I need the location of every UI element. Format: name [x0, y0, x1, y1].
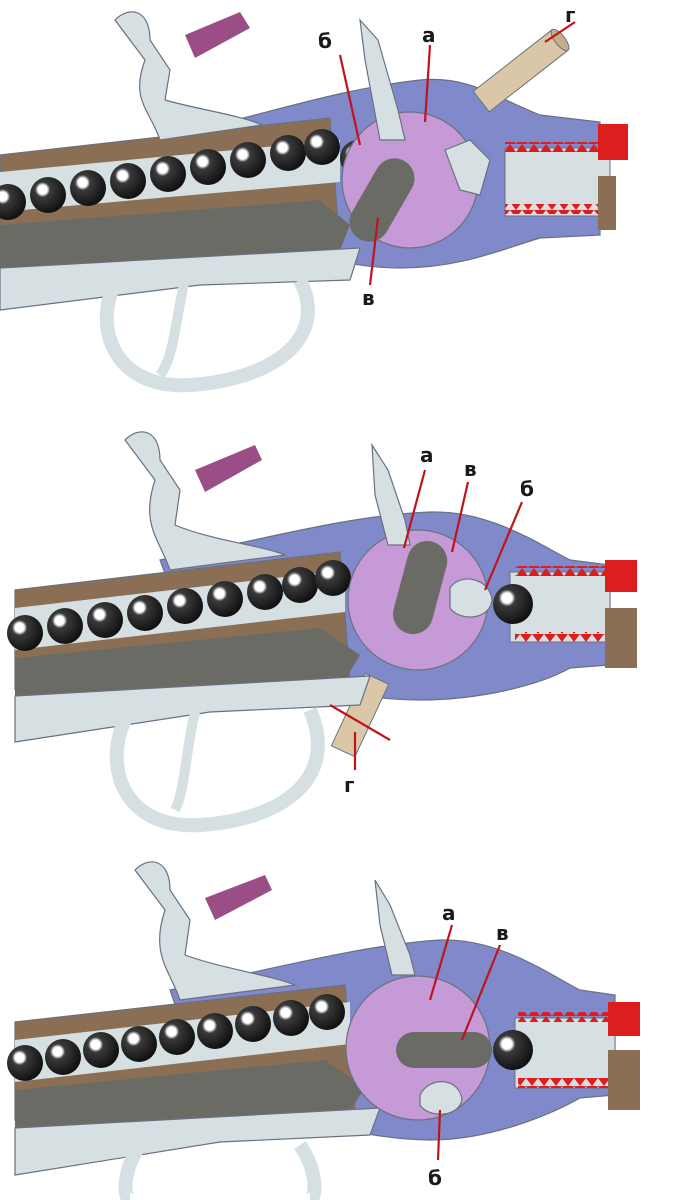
label-a: а	[422, 23, 436, 47]
barrel-bottom-teeth	[505, 204, 605, 214]
ball	[87, 602, 123, 638]
rotor-channel-v	[349, 158, 415, 242]
rotor-pin	[419, 1081, 463, 1115]
ball	[83, 1032, 119, 1068]
label-b: б	[318, 29, 332, 53]
ball	[282, 567, 318, 603]
label-g: г	[565, 3, 575, 27]
ball	[150, 156, 186, 192]
lower-frame	[14, 675, 371, 743]
rotor-channel-v	[396, 1032, 492, 1068]
trigger-guard	[99, 271, 315, 393]
barrel-end-red	[605, 560, 637, 592]
barrel-bottom-teeth	[518, 1078, 608, 1088]
ball	[45, 1039, 81, 1075]
ball	[493, 584, 533, 624]
ball	[70, 170, 106, 206]
label-a: а	[442, 901, 456, 925]
ball	[230, 142, 266, 178]
ball	[309, 994, 345, 1030]
lever-g	[330, 672, 390, 758]
trigger	[170, 710, 200, 813]
lower-metal-bar	[15, 628, 360, 698]
ball	[47, 608, 83, 644]
lever-g	[472, 29, 569, 113]
lower-frame	[14, 1107, 381, 1176]
rotor-channel-v	[393, 540, 448, 635]
ball	[273, 1000, 309, 1036]
ball	[304, 129, 340, 165]
frizzen	[371, 442, 411, 546]
ball	[7, 1045, 43, 1081]
ball	[121, 1026, 157, 1062]
hammer-pad	[205, 875, 272, 920]
barrel-top-teeth	[518, 1012, 608, 1022]
hammer-icon	[124, 431, 288, 571]
label-a: а	[420, 443, 434, 467]
label-g: г	[344, 773, 354, 797]
hammer-icon	[134, 861, 298, 1001]
hammer-icon	[114, 11, 265, 141]
label-b: б	[520, 477, 534, 501]
panel-3: а в б	[7, 861, 640, 1200]
barrel-end-red	[598, 124, 628, 160]
panel-1: б а в г	[0, 3, 628, 393]
label-v: в	[362, 286, 375, 310]
ball	[247, 574, 283, 610]
trigger-guard	[118, 1141, 322, 1200]
label-v: в	[496, 921, 509, 945]
ball	[235, 1006, 271, 1042]
ball	[207, 581, 243, 617]
ball	[7, 615, 43, 651]
ball	[270, 135, 306, 171]
lower-metal-bar	[0, 200, 350, 270]
barrel-bottom-teeth	[515, 632, 605, 642]
frizzen	[374, 879, 416, 976]
label-b: б	[428, 1166, 442, 1190]
hammer-pad	[185, 12, 250, 58]
frizzen	[359, 18, 406, 141]
barrel-end-wood	[598, 176, 616, 230]
ball	[30, 177, 66, 213]
ball	[190, 149, 226, 185]
barrel-end-red	[608, 1002, 640, 1036]
ball	[197, 1013, 233, 1049]
rotor-pin	[444, 139, 491, 196]
ball	[159, 1019, 195, 1055]
label-v: в	[464, 457, 477, 481]
trigger	[155, 278, 190, 378]
panel-2: а в б г	[7, 431, 637, 833]
barrel-top-teeth	[515, 566, 605, 576]
ball	[493, 1030, 533, 1070]
ball	[167, 588, 203, 624]
barrel-top-teeth	[505, 142, 605, 152]
rotor-pin	[449, 578, 493, 618]
ball-row-2	[7, 560, 351, 651]
ball-row-3	[7, 994, 345, 1081]
ball	[110, 163, 146, 199]
hammer-pad	[195, 445, 262, 492]
ball	[0, 184, 26, 220]
lower-metal-bar	[15, 1060, 365, 1128]
ball	[127, 595, 163, 631]
ball	[315, 560, 351, 596]
trigger-guard	[109, 706, 325, 833]
barrel-end-wood	[605, 608, 637, 668]
lower-frame	[0, 247, 361, 311]
barrel-end-wood	[608, 1050, 640, 1110]
